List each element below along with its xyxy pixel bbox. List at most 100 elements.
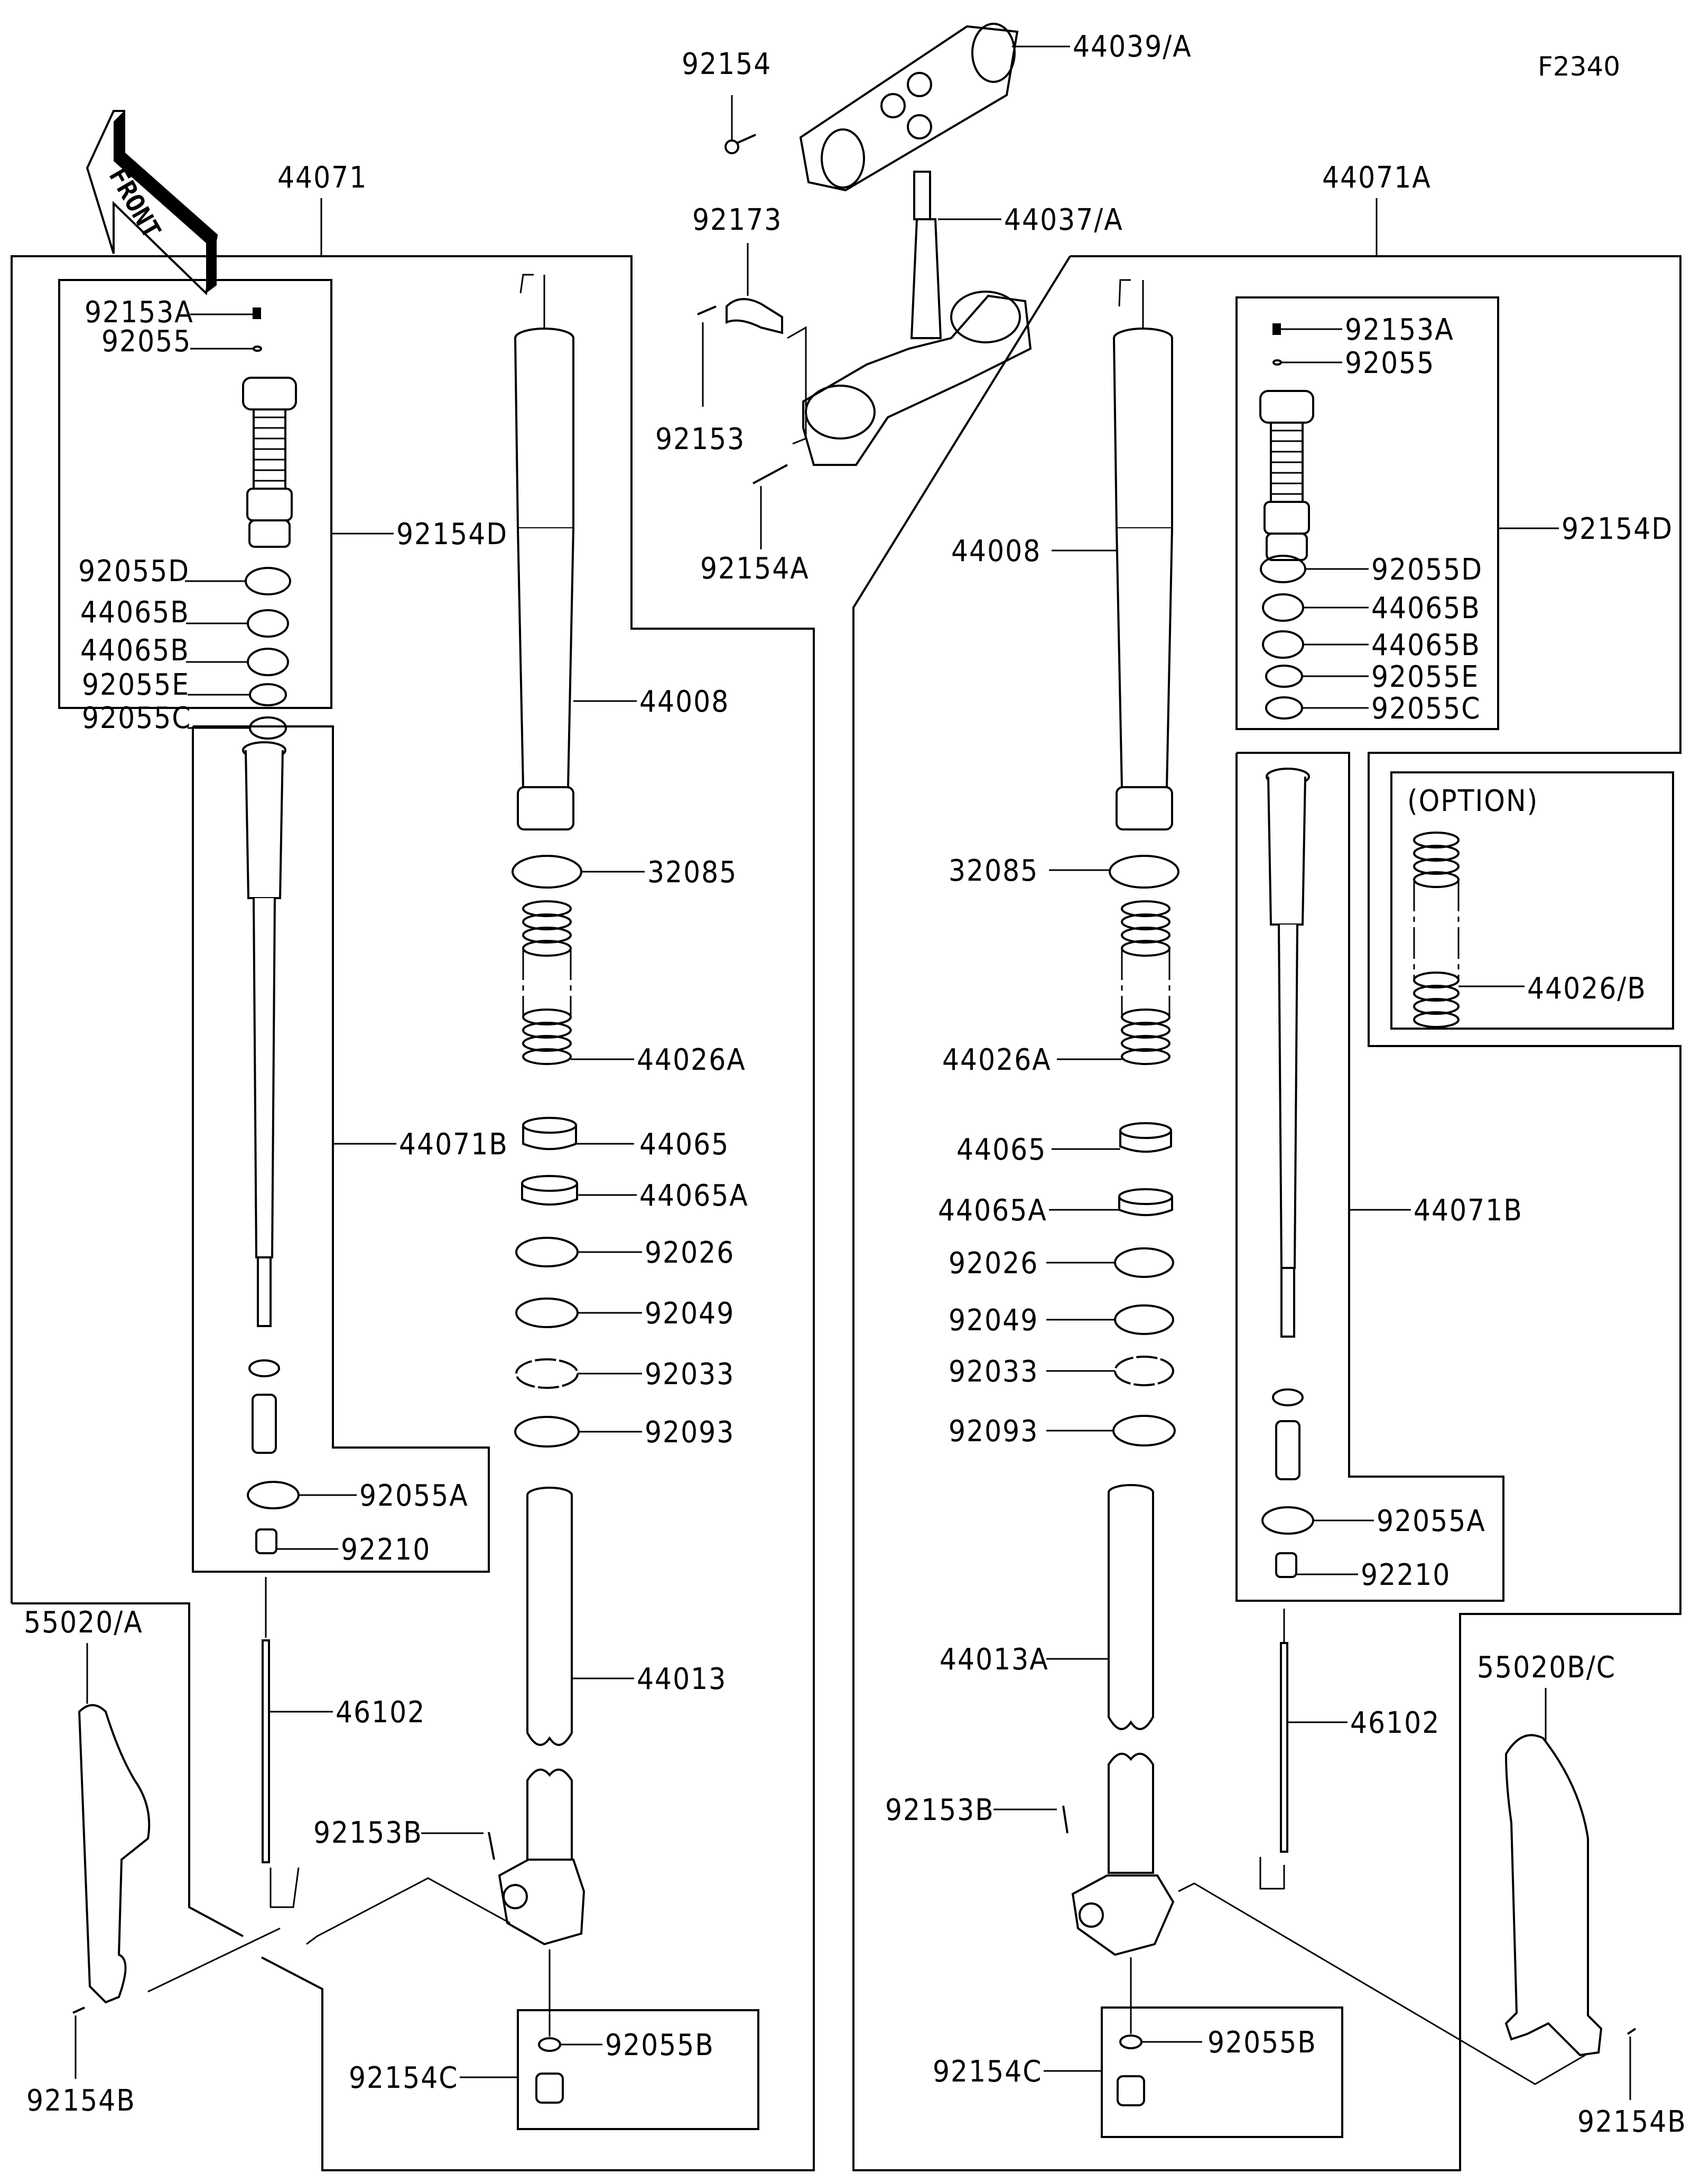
left-oil-seal [515,1298,579,1328]
right-bush-44065 [1119,1122,1172,1153]
leader-clamp-assembly [787,326,807,445]
steering-stem [802,171,1032,466]
upper-bolt [724,134,756,154]
label-left-oring-d: 92055D [78,554,190,589]
left-group-frame [11,255,815,2171]
label-left-ring-b2: 44065B [80,633,190,668]
label-right-fork: 44071A [1322,161,1432,195]
label-right-bush1: 44065 [956,1133,1046,1167]
label-clamp-bolt: 92153 [655,422,745,456]
label-right-oring-small: 92055 [1345,346,1435,380]
left-oring-a [247,1481,300,1509]
right-inner-tube [1071,1484,1175,1956]
right-rod [1280,1642,1288,1853]
ring-b1 [1262,593,1304,622]
label-right-cartridge: 44071B [1414,1193,1523,1228]
label-left-bottom-bolt-assy: 92154C [349,2061,458,2095]
ring-b2 [247,648,289,676]
label-right-circlip: 92033 [949,1355,1038,1389]
option-box [1390,771,1674,1030]
label-left-cap-bolt: 92153A [85,295,194,330]
left-cap-assy-box [58,279,332,709]
right-dust-seal [1112,1415,1176,1446]
cap-bolt [253,307,261,319]
right-bush-44065A [1118,1188,1173,1216]
left-rod [262,1639,270,1863]
left-washer [515,1237,579,1267]
label-left-fork: 44071 [277,161,367,195]
label-left-bush1: 44065 [639,1127,729,1162]
label-right-ring-b2: 44065B [1371,628,1481,662]
left-outer-tube [514,328,574,830]
leader [1118,279,1131,307]
label-left-spring: 44026A [637,1043,746,1077]
leader [519,274,534,294]
right-axle-bolt [1062,1805,1069,1834]
label-left-oring-a: 92055A [359,1479,469,1513]
cap-bolt [1272,323,1281,335]
option-spring [1413,832,1460,1028]
left-main-spring [522,900,572,1065]
label-left-cap-assy: 92154D [396,517,508,552]
ring-b2 [1262,630,1304,659]
leader [270,1867,300,1908]
left-axle-bolt [488,1832,495,1860]
right-cartridge [1266,768,1310,1480]
right-outer-tube [1113,328,1173,830]
label-left-ring-b1: 44065B [80,595,190,630]
left-bottom-box [517,2009,759,2130]
oring-small [1272,359,1282,366]
right-oring-a [1261,1506,1314,1535]
oring-d [245,567,291,595]
label-left-oring-b: 92055B [605,2028,714,2062]
label-clamp: 92173 [692,203,782,237]
label-right-cap-assy: 92154D [1562,512,1673,546]
label-right-guard: 55020B/C [1477,1650,1616,1685]
label-right-washer: 92026 [949,1246,1038,1281]
front-arrow-icon: FRONT [86,110,218,296]
label-right-oring-a: 92055A [1377,1504,1486,1538]
left-dust-seal [514,1416,580,1448]
label-right-cap-bolt: 92153A [1345,313,1454,347]
left-bottom-bolt [535,2073,564,2104]
right-cartridge-box [1235,752,1504,1602]
ring-b1 [247,609,289,638]
right-group-frame [852,255,1681,2171]
oring-c [1265,696,1303,720]
label-right-guard-bolt: 92154B [1577,2105,1687,2139]
right-cap-assy-box [1235,296,1499,730]
label-left-guard: 55020/A [24,1606,143,1640]
label-left-axle-bolt: 92153B [313,1816,423,1850]
right-fork-guard [1504,1734,1603,2057]
label-option-spring: 44026/B [1527,972,1647,1006]
label-left-washer: 92026 [645,1236,735,1270]
label-right-inner-tube: 44013A [940,1642,1049,1677]
label-left-inner-tube: 44013 [637,1662,727,1696]
right-guard-bolt [1627,2028,1637,2035]
label-right-rod: 46102 [1350,1706,1440,1740]
right-washer [1114,1247,1174,1278]
label-left-cartridge: 44071B [399,1127,508,1162]
right-main-spring [1121,900,1170,1065]
right-oring-b [1119,2034,1142,2049]
label-right-oring-c: 92055C [1371,692,1481,726]
leader [147,1927,281,1993]
clamp-bolt [697,305,717,315]
left-nut [255,1528,277,1554]
right-bottom-bolt [1117,2075,1145,2106]
leader [1178,1882,1586,2085]
left-cartridge-box [192,725,490,1573]
upper-bracket [799,23,1019,192]
label-left-dust-seal: 92093 [645,1415,735,1450]
label-right-axle-bolt: 92153B [885,1793,995,1827]
label-left-guard-bolt: 92154B [26,2084,136,2118]
left-ring-32085 [512,855,582,889]
label-left-oring-c: 92055C [82,701,191,735]
label-left-oil-seal: 92049 [645,1296,735,1331]
option-label: (OPTION) [1407,784,1538,818]
left-circlip [515,1358,579,1389]
left-oring-b [538,2037,561,2052]
oring-e [1265,665,1303,688]
